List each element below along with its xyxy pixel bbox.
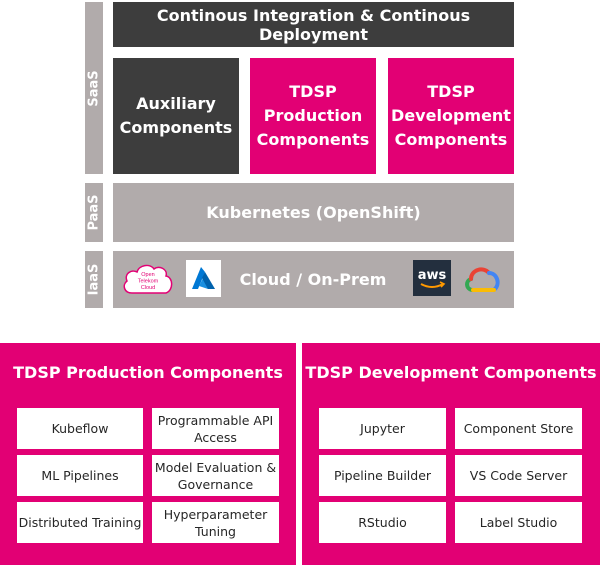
cloud-onprem-label-wrap: Cloud / On-Prem bbox=[233, 251, 393, 308]
component-kubeflow: Kubeflow bbox=[17, 408, 143, 449]
component-model-evaluation-governance: Model Evaluation & Governance bbox=[152, 455, 279, 496]
component-ml-pipelines: ML Pipelines bbox=[17, 455, 143, 496]
component-component-store: Component Store bbox=[455, 408, 582, 449]
cicd-label: Continous Integration & Continous Deploy… bbox=[156, 5, 471, 44]
aws-logo: aws bbox=[413, 260, 451, 296]
tdsp-production-panel: TDSP Production Components Kubeflow Prog… bbox=[0, 343, 296, 565]
component-distributed-training: Distributed Training bbox=[17, 502, 143, 543]
tdsp-development-box: TDSP Development Components bbox=[388, 58, 514, 174]
azure-logo bbox=[186, 260, 221, 297]
component-hyperparameter-tuning: Hyperparameter Tuning bbox=[152, 502, 279, 543]
tdsp-development-label: TDSP Development Components bbox=[391, 82, 511, 149]
component-label-studio: Label Studio bbox=[455, 502, 582, 543]
development-panel-title: TDSP Development Components bbox=[305, 362, 597, 382]
open-telekom-cloud-logo: Open Telekom Cloud bbox=[120, 260, 176, 298]
svg-text:aws: aws bbox=[418, 268, 447, 283]
paas-label: PaaS bbox=[85, 183, 103, 242]
svg-text:Open: Open bbox=[141, 272, 154, 278]
svg-text:Cloud: Cloud bbox=[141, 285, 155, 291]
cicd-bar: Continous Integration & Continous Deploy… bbox=[113, 2, 514, 47]
google-cloud-logo bbox=[463, 264, 503, 296]
auxiliary-components-box: Auxiliary Components bbox=[113, 58, 239, 174]
component-vs-code-server: VS Code Server bbox=[455, 455, 582, 496]
cloud-onprem-label: Cloud / On-Prem bbox=[239, 270, 387, 289]
production-panel-title: TDSP Production Components bbox=[13, 362, 283, 382]
svg-text:Telekom: Telekom bbox=[138, 279, 159, 285]
auxiliary-components-label: Auxiliary Components bbox=[119, 94, 233, 137]
cloud-onprem-bar: Open Telekom Cloud Cloud / On-Prem aws bbox=[113, 251, 514, 308]
tdsp-production-label: TDSP Production Components bbox=[256, 82, 370, 149]
tdsp-production-box: TDSP Production Components bbox=[250, 58, 376, 174]
iaas-label: IaaS bbox=[85, 251, 103, 308]
component-rstudio: RStudio bbox=[319, 502, 446, 543]
kubernetes-bar: Kubernetes (OpenShift) bbox=[113, 183, 514, 242]
tdsp-development-panel: TDSP Development Components Jupyter Comp… bbox=[302, 343, 600, 565]
component-jupyter: Jupyter bbox=[319, 408, 446, 449]
saas-label: SaaS bbox=[85, 2, 103, 174]
kubernetes-label: Kubernetes (OpenShift) bbox=[206, 203, 421, 222]
component-pipeline-builder: Pipeline Builder bbox=[319, 455, 446, 496]
component-programmable-api-access: Programmable API Access bbox=[152, 408, 279, 449]
